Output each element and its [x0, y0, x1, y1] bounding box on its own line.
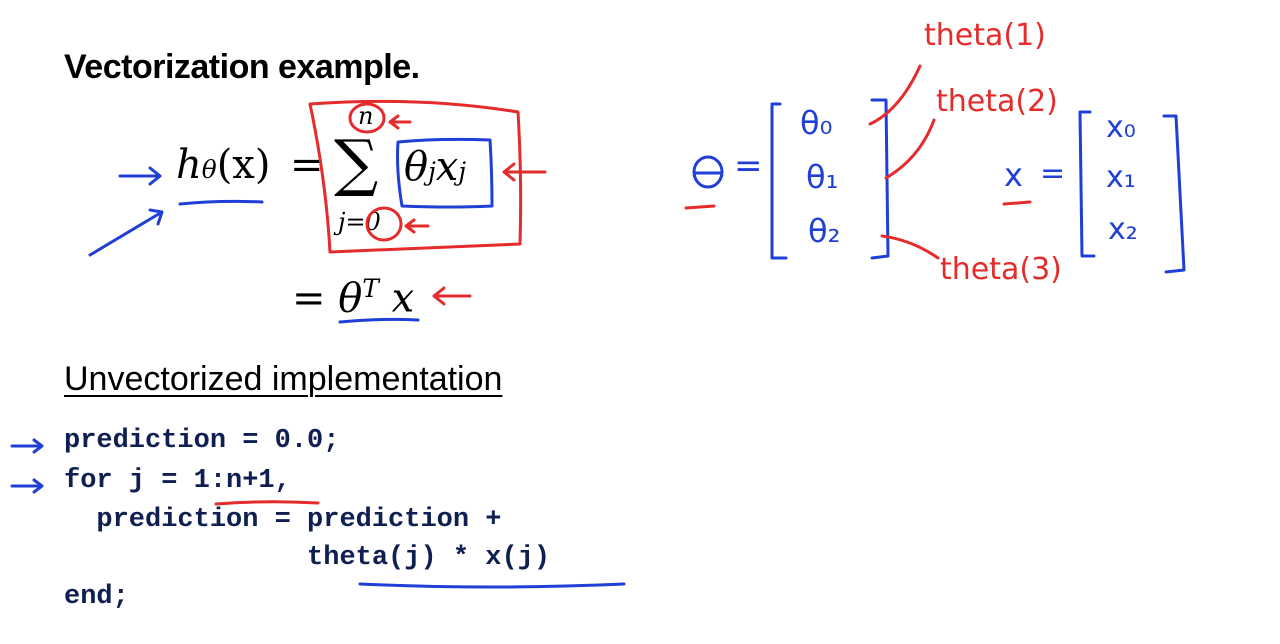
connector-theta0 — [868, 64, 922, 126]
code-line-4: theta(j) * x(j) — [64, 543, 551, 573]
equals-sign-1: = — [290, 142, 324, 188]
h-argument: (x) — [216, 142, 271, 188]
equals-sign-2: = — [292, 275, 326, 322]
product-underline — [358, 582, 626, 589]
section-heading: Unvectorized implementation — [64, 360, 503, 398]
summand-x: x — [435, 144, 459, 190]
label-theta-1: theta(1) — [924, 18, 1046, 53]
label-theta-3: theta(3) — [940, 252, 1062, 287]
code-line-2-arrow-icon — [10, 478, 44, 494]
label-theta-2: theta(2) — [936, 84, 1058, 119]
vectorized-form: = θT x — [292, 274, 414, 321]
zero-arrow-icon — [404, 218, 430, 234]
x-vector-symbol: x — [1004, 156, 1023, 194]
x-vector-symbol: x — [391, 275, 415, 322]
h-underline — [178, 199, 264, 206]
code-line-1: prediction = 0.0; — [64, 426, 340, 456]
theta-vector-symbol: θ — [682, 148, 683, 149]
theta-right-bracket — [870, 98, 890, 260]
code-line-2: for j = 1:n+1, — [64, 466, 291, 496]
n-arrow-icon — [388, 114, 412, 130]
blue-arrow-icon — [118, 166, 162, 186]
x-left-bracket — [1078, 110, 1096, 258]
connector-theta2 — [880, 234, 940, 260]
summand-theta: θ — [404, 144, 429, 190]
theta-entry-2: θ₂ — [808, 212, 841, 250]
code-line-5: end; — [64, 582, 129, 612]
summand: θjxj — [404, 144, 466, 190]
x-entry-1: x₁ — [1106, 160, 1136, 195]
hypothesis-term: hθ(x) — [176, 142, 270, 188]
x-right-bracket — [1162, 114, 1186, 274]
h-symbol: h — [176, 142, 202, 188]
x-entry-2: x₂ — [1108, 212, 1138, 247]
code-line-1-arrow-icon — [10, 438, 44, 454]
x-vector-equals: = — [1040, 156, 1066, 191]
summand-theta-subscript: j — [428, 157, 436, 186]
theta-entry-0: θ₀ — [800, 104, 833, 142]
theta-underline — [684, 204, 716, 210]
h-subscript: θ — [201, 155, 217, 184]
sum-arrow-icon — [502, 162, 547, 182]
sum-lower-limit: j=0 — [338, 208, 381, 236]
slide-title: Vectorization example. — [64, 48, 420, 86]
x-entry-0: x₀ — [1106, 110, 1136, 145]
theta-transpose: θ — [338, 275, 363, 322]
code-line-3: prediction = prediction + — [64, 505, 502, 535]
theta-left-bracket — [770, 102, 788, 260]
theta-vector-equals: = — [734, 146, 763, 186]
connector-theta1 — [884, 118, 936, 180]
transpose-superscript: T — [362, 274, 379, 303]
x-underline — [1002, 200, 1032, 206]
theta-entry-1: θ₁ — [806, 158, 839, 196]
summand-x-subscript: j — [458, 157, 467, 186]
thetaTx-arrow-icon — [432, 286, 472, 306]
range-underline — [214, 500, 320, 506]
sum-symbol: ∑ — [334, 126, 379, 199]
blue-diagonal-arrow-icon — [88, 208, 164, 257]
theta-symbol-icon — [692, 155, 724, 189]
